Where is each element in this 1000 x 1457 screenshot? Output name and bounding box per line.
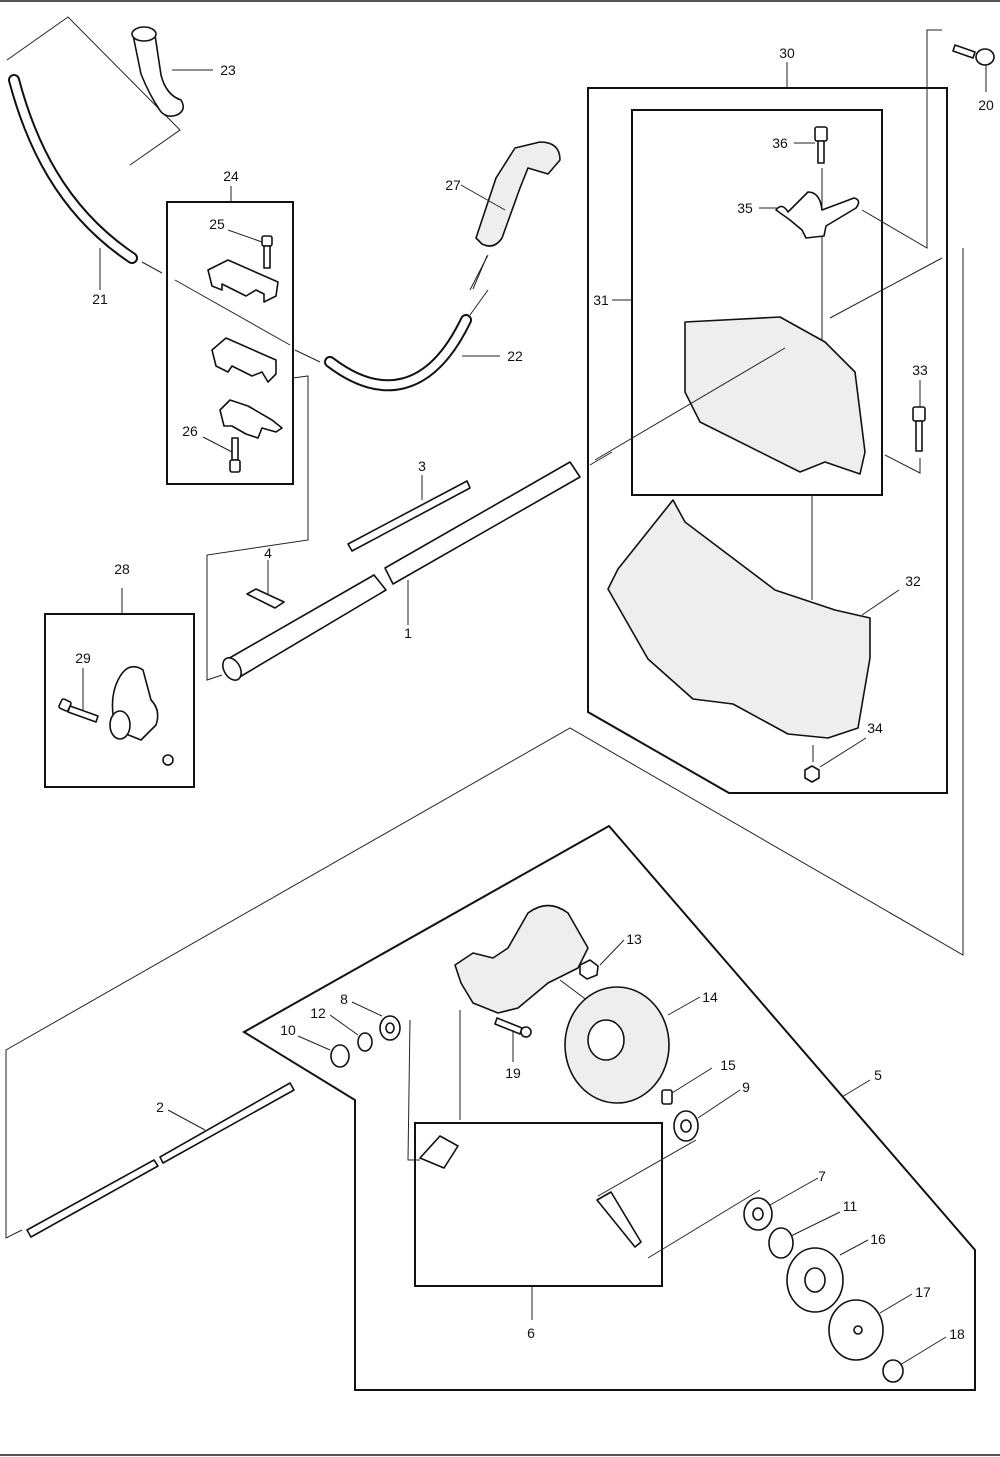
- callout-30: 30: [779, 45, 795, 61]
- screw-36: [814, 126, 828, 164]
- callout-11: 11: [843, 1198, 858, 1214]
- callout-27: 27: [445, 177, 461, 193]
- callout-15: 15: [720, 1057, 736, 1073]
- callout-labels: 1 2 3 4 5 6 7 8 9 10 11 12 13 14 15 16 1…: [75, 45, 994, 1342]
- callout-36: 36: [772, 135, 788, 151]
- grip-23: [131, 26, 185, 117]
- screw-26: [229, 437, 241, 473]
- callout-2: 2: [156, 1099, 164, 1115]
- screw-25: [261, 235, 273, 269]
- gear-case: [454, 904, 589, 1014]
- holder-upper: [207, 259, 279, 303]
- holder-middle: [211, 337, 277, 383]
- gear-case-box: [242, 824, 976, 1391]
- nut-18: [882, 1359, 904, 1383]
- callout-8: 8: [340, 991, 348, 1007]
- shaft-tube-1: [222, 461, 581, 681]
- callout-28: 28: [114, 561, 130, 577]
- hanger-28: [109, 665, 174, 766]
- handle-pipe-21: [10, 76, 136, 262]
- gear-assembly-box: [414, 1122, 663, 1287]
- callout-32: 32: [905, 573, 921, 589]
- callout-18: 18: [949, 1326, 965, 1342]
- callout-13: 13: [626, 931, 642, 947]
- spindle: [596, 1191, 642, 1248]
- holder-lower: [219, 399, 283, 439]
- nut-34: [804, 765, 820, 783]
- hanger-set-box: [44, 613, 195, 788]
- bolt-29: [58, 698, 99, 723]
- callout-9: 9: [742, 1079, 750, 1095]
- bolt-19: [494, 1017, 532, 1038]
- callout-6: 6: [527, 1325, 535, 1341]
- ring-11: [768, 1227, 794, 1259]
- callout-19: 19: [505, 1065, 521, 1081]
- handle-pipe-22: [326, 316, 470, 390]
- callout-34: 34: [867, 720, 883, 736]
- callout-31: 31: [593, 292, 609, 308]
- protector-box: [631, 109, 883, 496]
- callout-1: 1: [404, 625, 412, 641]
- callout-23: 23: [220, 62, 236, 78]
- callout-20: 20: [978, 97, 994, 113]
- pinion: [419, 1135, 459, 1169]
- handle-holder-set-box: [166, 201, 294, 485]
- protector-assembly-box: [587, 87, 948, 794]
- callout-12: 12: [310, 1005, 326, 1021]
- bolt-20: [952, 44, 995, 66]
- callout-21: 21: [92, 291, 108, 307]
- callout-10: 10: [280, 1022, 296, 1038]
- callout-25: 25: [209, 216, 225, 232]
- callout-3: 3: [418, 458, 426, 474]
- protector-31: [684, 316, 866, 475]
- callout-4: 4: [264, 545, 272, 561]
- grip-bracket: [6, 16, 181, 166]
- callout-29: 29: [75, 650, 91, 666]
- protector-extension-32: [607, 499, 871, 739]
- plug-13: [579, 959, 599, 980]
- clamp-35: [775, 191, 860, 239]
- callout-5: 5: [874, 1067, 882, 1083]
- callout-35: 35: [737, 200, 753, 216]
- callout-22: 22: [507, 348, 523, 364]
- drive-shaft-2: [26, 1082, 295, 1238]
- callout-14: 14: [702, 989, 718, 1005]
- label-4: [246, 588, 285, 609]
- callout-26: 26: [182, 423, 198, 439]
- ring-12: [357, 1032, 373, 1052]
- ring-10: [330, 1044, 350, 1068]
- callout-17: 17: [915, 1284, 931, 1300]
- callout-33: 33: [912, 362, 928, 378]
- screw-33: [912, 406, 926, 452]
- callout-7: 7: [818, 1168, 826, 1184]
- callout-24: 24: [223, 168, 239, 184]
- callout-16: 16: [870, 1231, 886, 1247]
- throttle-grip-27: [469, 141, 561, 291]
- screw-15: [661, 1089, 673, 1105]
- label-3: [347, 480, 471, 552]
